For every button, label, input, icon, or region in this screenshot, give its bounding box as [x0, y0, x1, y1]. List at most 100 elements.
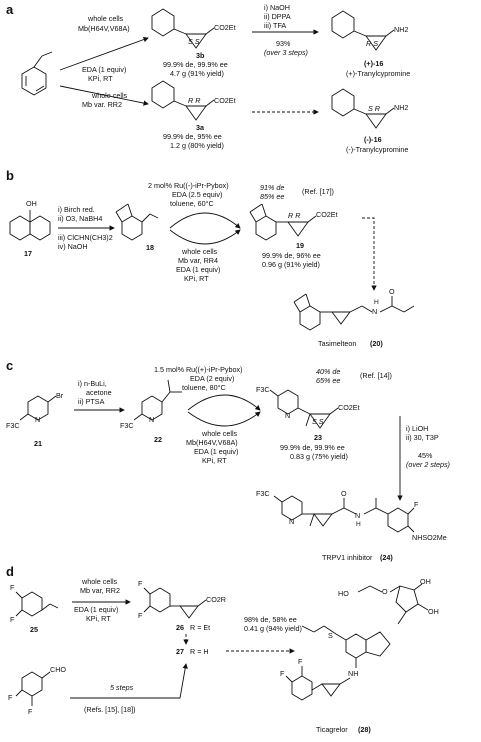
r-26: R = Et — [190, 623, 210, 632]
panel-d-label: d — [6, 564, 14, 579]
cond-a-top-1: whole cells — [87, 14, 124, 23]
num-21: 21 — [34, 439, 42, 448]
s-28: S — [328, 631, 333, 640]
cond-c-top-2: EDA (2 equiv) — [190, 374, 234, 383]
cond-b-bot-3: EDA (1 equiv) — [176, 265, 220, 274]
cond-d-1: whole cells — [81, 577, 118, 586]
yield-3a-1: 99.9% de, 95% ee — [163, 132, 222, 141]
compound-plus16-structure — [331, 10, 395, 51]
arrow-b-mb — [169, 229, 241, 245]
yield-26-2: 0.41 g (94% yield) — [244, 624, 302, 633]
f2-25: F — [10, 615, 15, 624]
step-a-2: ii) DPPA — [264, 12, 291, 21]
yield-19-2: 0.96 g (91% yield) — [262, 260, 320, 269]
panel-a-label: a — [6, 2, 14, 17]
cond-c-bot-1: whole cells — [201, 429, 238, 438]
step-b-1: i) Birch red. — [58, 205, 95, 214]
num-18: 18 — [146, 243, 154, 252]
panel-d: d F F 25 whole cells Mb var, RR2 EDA (1 … — [6, 564, 439, 734]
group-3a: CO2Et — [214, 96, 236, 105]
compound-26-structure — [143, 587, 207, 619]
cf3-23: F3C — [256, 385, 270, 394]
stereo-19: R R — [288, 211, 300, 220]
n-21: N — [35, 415, 40, 424]
panel-b: b OH 17 i) Birch red. ii) O3, NaBH4 iii)… — [6, 168, 415, 348]
cond-a-bot-2: Mb var. RR2 — [82, 100, 122, 109]
tasimelteon-num: (20) — [370, 339, 383, 348]
f2-28: F — [298, 657, 303, 666]
group-plus16: NH2 — [394, 25, 408, 34]
num-minus16: (-)-16 — [364, 135, 382, 144]
compound-22-structure — [133, 379, 182, 421]
stereo-3a: R R — [188, 96, 200, 105]
cond-c-bot-3: EDA (1 equiv) — [194, 447, 238, 456]
cond-a-top-2: Mb(H64V,V68A) — [78, 24, 130, 33]
arrow-to-3b — [59, 37, 149, 71]
o-24: O — [341, 489, 347, 498]
group-26: CO2R — [206, 595, 226, 604]
compound-3a-structure — [151, 80, 215, 121]
compound-25-structure — [15, 591, 59, 617]
styrene-structure — [21, 51, 53, 96]
compound-17-structure — [9, 210, 51, 241]
ref-b: (Ref. [17]) — [302, 187, 334, 196]
cond-b-bot-4: KPi, RT — [184, 274, 209, 283]
name-minus16: (-)-Tranylcypromine — [346, 145, 408, 154]
num-22: 22 — [154, 435, 162, 444]
step-b-4: iv) NaOH — [58, 242, 88, 251]
f1-26: F — [138, 579, 143, 588]
compound-23-structure — [269, 389, 339, 429]
stereo-minus16: S R — [368, 104, 380, 113]
cond-c-top-1: 1.5 mol% Ru((+)-iPr-Pybox) — [154, 365, 242, 374]
r-27: R = H — [190, 647, 209, 656]
oh-17: OH — [26, 199, 37, 208]
ticagrelor-name: Ticagrelor — [316, 725, 348, 734]
step-c-1: i) n-BuLi, — [78, 379, 107, 388]
cond-d-3: EDA (1 equiv) — [74, 605, 118, 614]
tasimelteon-o: O — [389, 287, 395, 296]
cond-b-top-1: 2 mol% Ru((-)-iPr-Pybox) — [148, 181, 229, 190]
cond-c-bot-2: Mb(H64V,V68A) — [186, 438, 238, 447]
cond-a-mid-2: KPi, RT — [88, 74, 113, 83]
step-a-1: i) NaOH — [264, 3, 290, 12]
cond-a-mid-1: EDA (1 equiv) — [82, 65, 126, 74]
trpv1-name: TRPV1 inhibitor — [322, 553, 373, 562]
h-24: H — [356, 521, 361, 528]
steps-d: 5 steps — [110, 683, 134, 692]
yield-3a-2: 1.2 g (80% yield) — [170, 141, 224, 150]
panel-b-label: b — [6, 168, 14, 183]
o-28: O — [382, 587, 388, 596]
yield-3b-2: 4.7 g (91% yield) — [170, 69, 224, 78]
cond-b-top-2: EDA (2.5 equiv) — [172, 190, 222, 199]
arrow-d-5steps — [70, 663, 188, 699]
oh2-28: OH — [428, 607, 439, 616]
arrow-to-3a — [59, 85, 149, 106]
refs-d: (Refs. [15], [18]) — [84, 705, 136, 714]
panel-c: c Br F3C N 21 i) n-BuLi, acetone ii) PTS… — [6, 358, 450, 562]
group-minus16: NH2 — [394, 103, 408, 112]
tasimelteon-name: Tasimelteon — [318, 339, 356, 348]
step-b-2: ii) O3, NaBH4 — [58, 214, 102, 223]
step-c2-2: ii) 30, T3P — [406, 433, 439, 442]
cond-b-top-3: toluene, 60°C — [170, 199, 214, 208]
group-3b: CO2Et — [214, 23, 236, 32]
yield-19-1: 99.9% de, 96% ee — [262, 251, 321, 260]
f-24: F — [414, 500, 419, 509]
compound-minus16-structure — [331, 88, 395, 129]
step-b-3: iii) ClCHN(CH3)2 — [58, 233, 113, 242]
cf3-22: F3C — [120, 421, 134, 430]
step-a-3: iii) TFA — [264, 21, 286, 30]
trpv1-num: (24) — [380, 553, 393, 562]
num-3b: 3b — [196, 51, 205, 60]
arrow-c-ru — [187, 394, 261, 411]
br-21: Br — [56, 391, 64, 400]
compound-21-structure — [19, 395, 57, 421]
stereo-plus16: R S — [366, 39, 378, 48]
ru-c-2: 65% ee — [316, 376, 340, 385]
steps-c2-yield-1: 45% — [418, 451, 433, 460]
cho: CHO — [50, 665, 66, 674]
panel-c-label: c — [6, 358, 13, 373]
cond-a-bot-1: whole cells — [91, 91, 128, 100]
n-22: N — [149, 415, 154, 424]
